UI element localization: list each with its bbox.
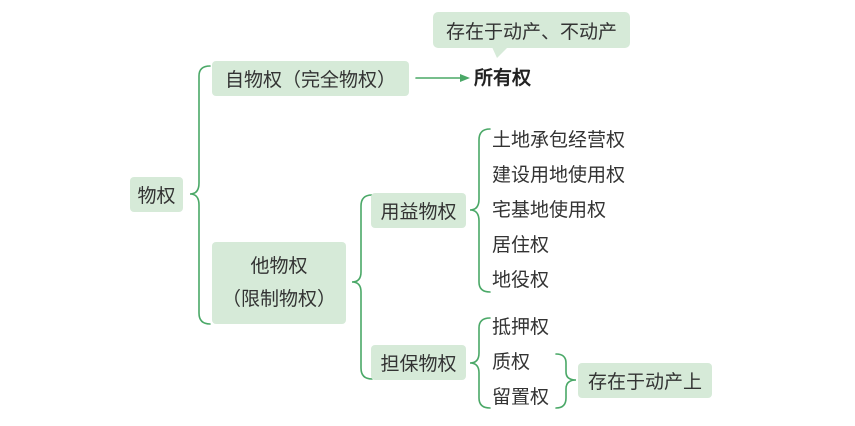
ownership-target: 所有权 xyxy=(474,67,532,89)
root-label: 物权 xyxy=(137,185,176,207)
security-note-text: 存在于动产上 xyxy=(587,371,702,393)
ownership-node: 自物权（完全物权） xyxy=(212,61,409,96)
ownership-callout-text: 存在于动产、不动产 xyxy=(445,20,617,43)
callout-pointer xyxy=(492,47,508,58)
security-item: 留置权 xyxy=(492,386,550,408)
usufruct-item: 居住权 xyxy=(492,234,550,256)
limited-label-line1: 他物权 xyxy=(250,254,308,277)
security-node: 担保物权 xyxy=(371,345,466,380)
arrow-head-icon xyxy=(460,74,470,82)
usufruct-node: 用益物权 xyxy=(371,193,466,228)
security-item: 抵押权 xyxy=(492,316,550,338)
ownership-callout: 存在于动产、不动产 xyxy=(433,12,630,48)
usufruct-item: 建设用地使用权 xyxy=(492,164,626,186)
usufruct-item: 土地承包经营权 xyxy=(492,129,626,151)
usufruct-item: 宅基地使用权 xyxy=(492,199,607,221)
usufruct-item: 地役权 xyxy=(492,269,550,291)
ownership-label: 自物权（完全物权） xyxy=(224,69,396,91)
limited-label-line2: （限制物权） xyxy=(221,288,336,310)
root-node: 物权 xyxy=(130,177,183,212)
limited-node: 他物权 （限制物权） xyxy=(212,242,346,324)
security-note: 存在于动产上 xyxy=(578,363,712,398)
usufruct-label: 用益物权 xyxy=(380,201,457,223)
security-label: 担保物权 xyxy=(380,353,457,375)
security-item: 质权 xyxy=(492,351,531,373)
